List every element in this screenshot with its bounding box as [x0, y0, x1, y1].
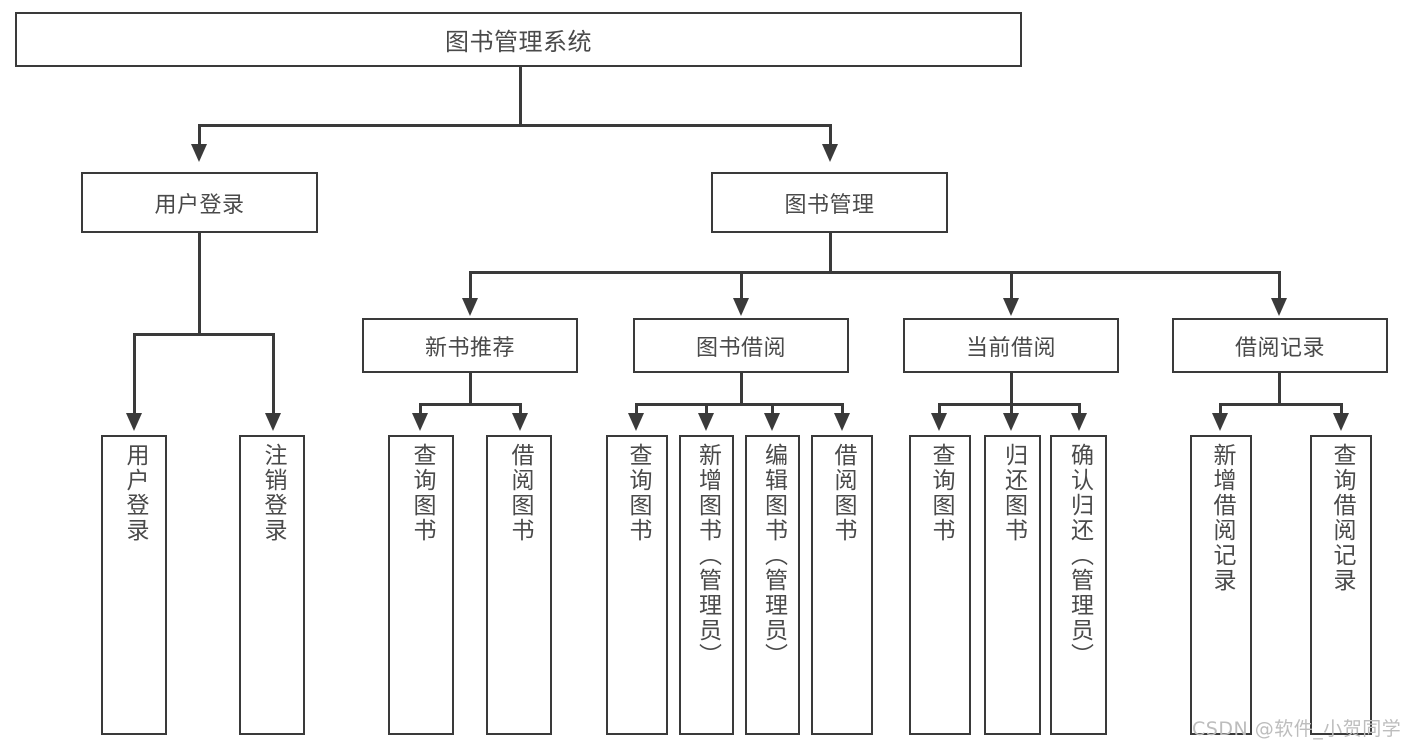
- node-new-book-rec[interactable]: 新书推荐: [362, 318, 578, 373]
- node-user-login-label: 用户登录: [154, 192, 245, 218]
- node-leaf-query-book-2-label: 查询图书: [624, 443, 651, 543]
- arrowhead-book-borrow-to-leaf-4: [834, 413, 850, 431]
- connector-borrow-record-bar: [1219, 403, 1343, 406]
- node-leaf-logout[interactable]: 注销登录: [239, 435, 305, 735]
- node-current-borrow[interactable]: 当前借阅: [903, 318, 1119, 373]
- node-leaf-borrow-book-2-label: 借阅图书: [829, 443, 856, 543]
- node-leaf-borrow-book-1-label: 借阅图书: [506, 443, 533, 543]
- arrowhead-current-borrow-to-leaf-1: [931, 413, 947, 431]
- node-book-manage-label: 图书管理: [784, 192, 875, 218]
- node-book-borrow-label: 图书借阅: [695, 335, 786, 361]
- connector-new-book-rec-to-leaf-2: [519, 403, 522, 413]
- node-leaf-edit-book[interactable]: 编辑图书（管理员）: [745, 435, 800, 735]
- connector-new-book-rec-stem: [469, 373, 472, 403]
- connector-user-login-to-leaf-1: [133, 333, 136, 413]
- node-leaf-query-record[interactable]: 查询借阅记录: [1310, 435, 1372, 735]
- arrowhead-book-manage-to-current-borrow: [1003, 298, 1019, 316]
- connector-book-manage-stem: [829, 233, 832, 271]
- node-new-book-rec-label: 新书推荐: [424, 335, 515, 361]
- connector-book-manage-to-borrow-record: [1278, 271, 1281, 298]
- node-leaf-add-record-label: 新增借阅记录: [1208, 443, 1235, 593]
- arrowhead-new-book-rec-to-leaf-1: [412, 413, 428, 431]
- connector-book-manage-bar: [469, 271, 1281, 274]
- node-book-manage[interactable]: 图书管理: [711, 172, 948, 233]
- node-leaf-query-book-1[interactable]: 查询图书: [388, 435, 454, 735]
- node-leaf-add-book-label: 新增图书（管理员）: [694, 443, 721, 668]
- node-root-label: 图书管理系统: [445, 28, 592, 56]
- connector-book-manage-to-book-borrow: [740, 271, 743, 298]
- connector-current-borrow-bar: [938, 403, 1081, 406]
- connector-new-book-rec-to-leaf-1: [419, 403, 422, 413]
- arrowhead-current-borrow-to-leaf-2: [1003, 413, 1019, 431]
- connector-new-book-rec-bar: [419, 403, 522, 406]
- node-leaf-query-book-2[interactable]: 查询图书: [606, 435, 668, 735]
- node-leaf-add-record[interactable]: 新增借阅记录: [1190, 435, 1252, 735]
- node-leaf-query-book-3-label: 查询图书: [927, 443, 954, 543]
- connector-book-manage-to-current-borrow: [1010, 271, 1013, 298]
- node-leaf-edit-book-label: 编辑图书（管理员）: [760, 443, 787, 668]
- arrowhead-new-book-rec-to-leaf-2: [512, 413, 528, 431]
- arrowhead-book-manage-to-borrow-record: [1271, 298, 1287, 316]
- connector-borrow-record-to-leaf-2: [1340, 403, 1343, 413]
- connector-book-borrow-to-leaf-1: [635, 403, 638, 413]
- node-root[interactable]: 图书管理系统: [15, 12, 1022, 67]
- arrowhead-book-manage-to-book-borrow: [733, 298, 749, 316]
- node-leaf-confirm-return-label: 确认归还（管理员）: [1066, 443, 1093, 668]
- node-leaf-query-book-3[interactable]: 查询图书: [909, 435, 971, 735]
- connector-book-borrow-to-leaf-2: [705, 403, 708, 413]
- connector-borrow-record-stem: [1278, 373, 1281, 403]
- connector-current-borrow-to-leaf-1: [938, 403, 941, 413]
- arrowhead-root-to-book-manage: [822, 144, 838, 162]
- arrowhead-book-manage-to-new-book-rec: [462, 298, 478, 316]
- connector-user-login-to-leaf-2: [272, 333, 275, 413]
- node-borrow-record[interactable]: 借阅记录: [1172, 318, 1388, 373]
- node-leaf-add-book[interactable]: 新增图书（管理员）: [679, 435, 734, 735]
- node-leaf-logout-label: 注销登录: [259, 443, 286, 543]
- connector-borrow-record-to-leaf-1: [1219, 403, 1222, 413]
- node-leaf-user-login[interactable]: 用户登录: [101, 435, 167, 735]
- connector-book-borrow-bar: [635, 403, 844, 406]
- arrowhead-root-to-user-login: [191, 144, 207, 162]
- node-leaf-borrow-book-2[interactable]: 借阅图书: [811, 435, 873, 735]
- node-leaf-user-login-label: 用户登录: [121, 443, 148, 543]
- node-leaf-confirm-return[interactable]: 确认归还（管理员）: [1050, 435, 1107, 735]
- node-leaf-return-book[interactable]: 归还图书: [984, 435, 1041, 735]
- connector-current-borrow-to-leaf-2: [1010, 403, 1013, 413]
- arrowhead-book-borrow-to-leaf-1: [628, 413, 644, 431]
- connector-root-stem: [519, 67, 522, 124]
- connector-current-borrow-to-leaf-3: [1078, 403, 1081, 413]
- connector-root-to-user-login: [198, 124, 201, 144]
- connector-user-login-bar: [133, 333, 275, 336]
- connector-book-manage-to-new-book-rec: [469, 271, 472, 298]
- arrowhead-borrow-record-to-leaf-1: [1212, 413, 1228, 431]
- connector-root-bar: [198, 124, 832, 127]
- csdn-watermark: CSDN @软件_小贺同学: [1192, 718, 1402, 740]
- connector-book-borrow-to-leaf-3: [771, 403, 774, 413]
- arrowhead-current-borrow-to-leaf-3: [1071, 413, 1087, 431]
- node-leaf-return-book-label: 归还图书: [1000, 443, 1027, 543]
- arrowhead-user-login-to-leaf-1: [126, 413, 142, 431]
- arrowhead-book-borrow-to-leaf-2: [698, 413, 714, 431]
- arrowhead-user-login-to-leaf-2: [265, 413, 281, 431]
- node-leaf-query-record-label: 查询借阅记录: [1328, 443, 1355, 593]
- arrowhead-borrow-record-to-leaf-2: [1333, 413, 1349, 431]
- connector-current-borrow-stem: [1010, 373, 1013, 403]
- node-borrow-record-label: 借阅记录: [1234, 335, 1325, 361]
- arrowhead-book-borrow-to-leaf-3: [764, 413, 780, 431]
- node-book-borrow[interactable]: 图书借阅: [633, 318, 849, 373]
- node-user-login[interactable]: 用户登录: [81, 172, 318, 233]
- node-leaf-borrow-book-1[interactable]: 借阅图书: [486, 435, 552, 735]
- node-current-borrow-label: 当前借阅: [965, 335, 1056, 361]
- connector-book-borrow-stem: [740, 373, 743, 403]
- connector-root-to-book-manage: [829, 124, 832, 144]
- node-leaf-query-book-1-label: 查询图书: [408, 443, 435, 543]
- connector-book-borrow-to-leaf-4: [841, 403, 844, 413]
- connector-user-login-stem: [198, 233, 201, 333]
